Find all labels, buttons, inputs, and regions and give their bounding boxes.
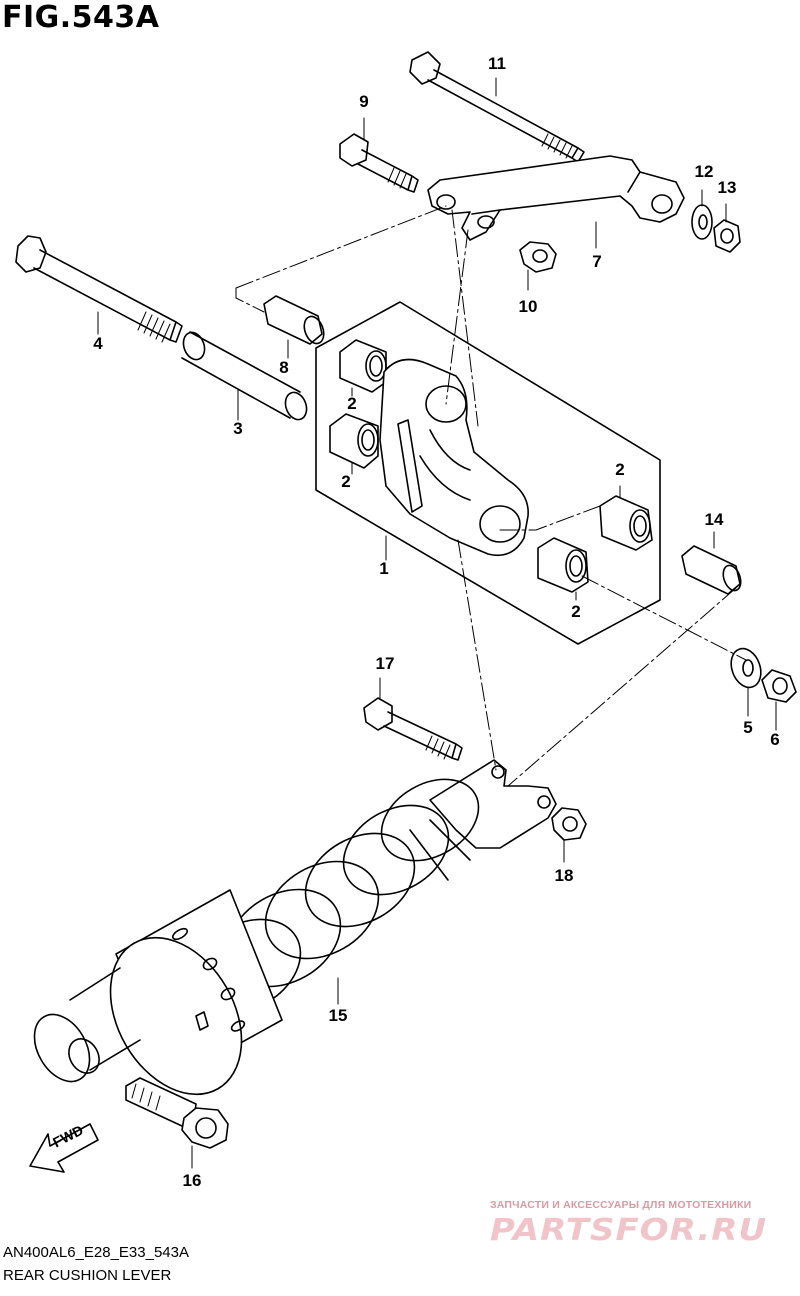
callout-18: 18 <box>554 866 574 885</box>
bearing-2-c <box>599 495 653 551</box>
bolt-16 <box>125 1077 229 1149</box>
callout-13: 13 <box>717 178 737 197</box>
bolt-4 <box>15 235 183 343</box>
nut-10 <box>519 241 557 273</box>
callout-3: 3 <box>233 419 243 438</box>
collar-14 <box>681 545 742 595</box>
callout-2-b: 2 <box>341 472 351 491</box>
collar-3 <box>181 331 308 421</box>
callout-15: 15 <box>328 1006 348 1025</box>
callout-2-d: 2 <box>571 602 581 621</box>
leader-lines <box>97 77 777 1169</box>
callout-14: 14 <box>704 510 724 529</box>
callout-2-a: 2 <box>347 394 357 413</box>
callout-16: 16 <box>182 1171 202 1190</box>
washer-5 <box>730 647 762 689</box>
bolt-17 <box>363 697 463 761</box>
callout-2-c: 2 <box>615 460 625 479</box>
bearing-2-a <box>339 339 387 393</box>
callout-1: 1 <box>379 559 389 578</box>
nut-13 <box>713 219 741 253</box>
assembly-lines <box>235 205 747 787</box>
watermark-logo: PARTSFOR.RU <box>490 1212 768 1248</box>
bearing-2-d <box>537 537 589 593</box>
rod-7 <box>427 155 685 241</box>
lever-box <box>315 301 661 645</box>
callout-10: 10 <box>518 297 538 316</box>
callout-6: 6 <box>770 730 780 749</box>
callout-12: 12 <box>694 162 714 181</box>
callout-4: 4 <box>93 334 103 353</box>
cushion-lever-1 <box>379 358 529 557</box>
diagram-code: AN400AL6_E28_E33_543A <box>3 1244 189 1261</box>
callout-7: 7 <box>592 252 602 271</box>
watermark-tagline: ЗАПЧАСТИ И АКСЕССУАРЫ ДЛЯ МОТОТЕХНИКИ <box>490 1199 752 1211</box>
nut-18 <box>551 807 587 841</box>
washer-12 <box>691 204 713 240</box>
nut-6 <box>761 669 797 703</box>
figure-title: FIG.543A <box>2 0 160 35</box>
bolt-11 <box>409 51 585 163</box>
collar-8 <box>263 295 325 345</box>
callout-5: 5 <box>743 718 753 737</box>
callout-9: 9 <box>359 92 369 111</box>
callout-17: 17 <box>375 654 395 673</box>
diagram-name: REAR CUSHION LEVER <box>3 1267 172 1284</box>
bearing-2-b <box>329 413 379 469</box>
callout-8: 8 <box>279 358 289 377</box>
callout-11: 11 <box>488 54 506 73</box>
fwd-arrow <box>29 1123 99 1173</box>
shock-absorber-15 <box>33 759 557 1096</box>
bolt-9 <box>339 133 419 193</box>
